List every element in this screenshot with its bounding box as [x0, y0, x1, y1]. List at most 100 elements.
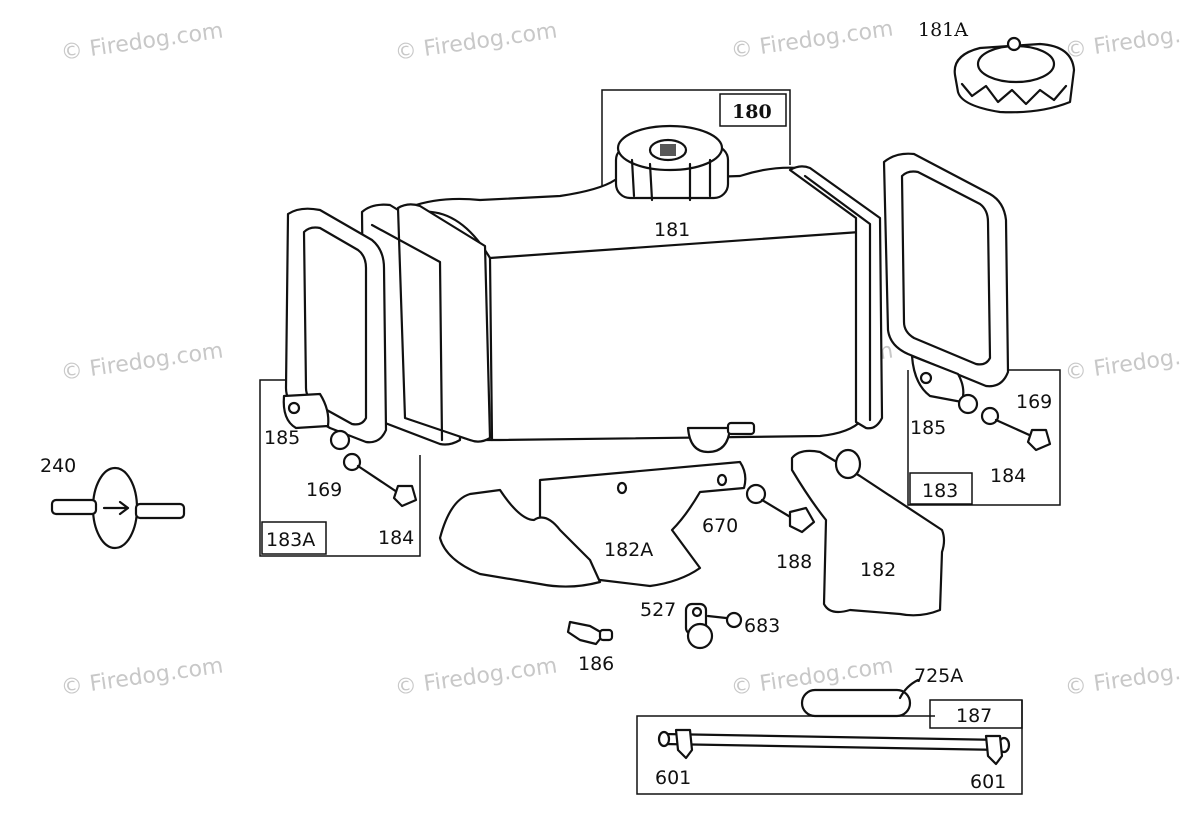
- watermark: © Firedog.com: [1063, 16, 1180, 64]
- label-181a: 181A: [918, 19, 968, 41]
- filter-arrow: [102, 500, 130, 516]
- filter-barb-right: [134, 502, 186, 520]
- shield-182a-hole-1: [616, 481, 628, 495]
- bolt-188-head: [788, 506, 816, 534]
- fuel-line-187: [657, 728, 1011, 766]
- callout-frames: [259, 89, 1061, 795]
- clamp-527: [684, 602, 743, 650]
- bolt-188-assembly: [745, 483, 816, 534]
- washer-169-left: [329, 429, 351, 451]
- left-fasteners: [329, 429, 418, 508]
- callout-labels: 180 181 181A 182 182A 183 183A 184 184 1…: [40, 19, 1052, 793]
- label-670: 670: [702, 515, 738, 537]
- frame-183a-tag: [261, 521, 327, 555]
- label-601-left: 601: [655, 767, 691, 789]
- bolt-184-left-head: [392, 484, 418, 508]
- cap-181a: [953, 36, 1076, 114]
- right-strap-hole: [919, 371, 933, 385]
- label-187: 187: [956, 705, 992, 727]
- hose-725a: [800, 678, 920, 718]
- fuel-tank: [360, 165, 884, 454]
- watermark: © Firedog.com: [729, 16, 895, 64]
- label-240: 240: [40, 455, 76, 477]
- shield-182a: [438, 460, 747, 588]
- tank-left-cap-line: [370, 223, 444, 442]
- screw-683-head: [725, 611, 743, 629]
- right-strap: [882, 152, 1010, 404]
- right-fasteners: [957, 393, 1052, 452]
- washer-169-left-2: [342, 452, 362, 472]
- label-181: 181: [654, 219, 690, 241]
- label-183: 183: [922, 480, 958, 502]
- watermark: © Firedog.com: [59, 653, 225, 701]
- label-725a: 725A: [914, 665, 963, 687]
- clamp-601-left: [674, 728, 694, 760]
- label-185-right: 185: [910, 417, 946, 439]
- shield-182a-hole-2: [716, 473, 728, 487]
- shield-182-boss: [834, 448, 862, 480]
- cap181a-top: [976, 44, 1056, 84]
- label-683: 683: [744, 615, 780, 637]
- label-186: 186: [578, 653, 614, 675]
- label-180: 180: [732, 101, 772, 123]
- tank-right-cap-line: [803, 174, 872, 422]
- clamp-527-hole: [691, 606, 703, 618]
- tank-body: [408, 166, 864, 442]
- shield-182a-flap: [438, 488, 602, 588]
- label-169-right: 169: [1016, 391, 1052, 413]
- frame-187: [636, 700, 1023, 795]
- washer-169-right-2: [980, 406, 1000, 426]
- fuel-filter-240: [50, 466, 186, 550]
- clip-186-tip: [598, 628, 614, 642]
- clamp-527-loop: [686, 622, 714, 650]
- cap181a-ridges: [960, 82, 1068, 106]
- hose-725a-leader: [898, 678, 920, 700]
- label-182a: 182A: [604, 539, 653, 561]
- cap-center: [648, 138, 688, 162]
- filler-cap-181: [614, 124, 730, 202]
- bolt-184-left-shaft: [356, 464, 402, 496]
- watermark: © Firedog.com: [59, 18, 225, 66]
- screw-683-shaft: [706, 614, 728, 620]
- hose-725a-body: [800, 688, 912, 718]
- label-188: 188: [776, 551, 812, 573]
- frame-183: [907, 369, 1061, 506]
- fuel-line-tube-top: [662, 732, 1006, 742]
- bolt-188-shaft: [760, 498, 794, 520]
- label-169-left: 169: [306, 479, 342, 501]
- tank-drain-nipple: [726, 421, 756, 436]
- label-184-right: 184: [990, 465, 1026, 487]
- right-strap-inner: [900, 170, 992, 366]
- tank-rib: [488, 256, 494, 442]
- label-527: 527: [640, 599, 676, 621]
- clamp-601-right: [984, 734, 1004, 766]
- bolt-184-right-head: [1026, 428, 1052, 452]
- label-185-left: 185: [264, 427, 300, 449]
- frame-180-tag: [719, 93, 787, 127]
- shield-182-plate: [790, 449, 946, 617]
- frame-187-tag: [929, 699, 1023, 729]
- shield-182: [790, 448, 946, 617]
- fuel-line-end-left: [657, 730, 671, 748]
- clip-186-body: [566, 620, 606, 646]
- cap-grip-lines: [630, 158, 712, 202]
- filter-barb-left: [50, 498, 98, 516]
- watermark: © Firedog.com: [393, 18, 559, 66]
- washer-670: [745, 483, 767, 505]
- left-strap-hole: [287, 401, 301, 415]
- watermark: © Firedog.com: [59, 338, 225, 386]
- tank-left-cap-inner: [396, 203, 492, 443]
- watermark: © Firedog.com: [1063, 338, 1180, 386]
- watermark: © Firedog.com: [1063, 653, 1180, 701]
- frame-180: [601, 89, 791, 188]
- washer-169-right: [957, 393, 979, 415]
- label-184-left: 184: [378, 527, 414, 549]
- clip-186: [566, 620, 614, 646]
- label-182: 182: [860, 559, 896, 581]
- left-strap: [282, 207, 388, 444]
- fuel-line-tube-bottom: [662, 742, 1006, 752]
- tank-drain-bulb: [686, 426, 732, 454]
- label-601-right: 601: [970, 771, 1006, 793]
- label-183a: 183A: [266, 529, 315, 551]
